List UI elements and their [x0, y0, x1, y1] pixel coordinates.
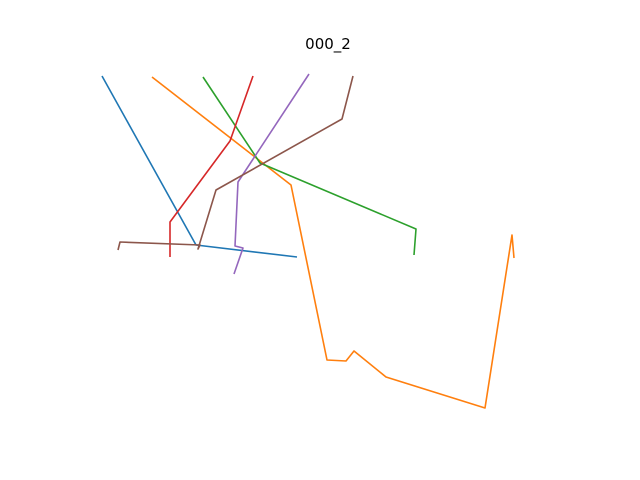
series-line-6 — [117, 75, 354, 251]
series-line-3 — [202, 76, 417, 256]
series-line-2 — [151, 76, 515, 409]
series-line-5 — [233, 73, 310, 275]
series-line-4 — [169, 75, 254, 257]
chart-title: 000_2 — [305, 35, 351, 54]
series-layer — [101, 73, 515, 409]
